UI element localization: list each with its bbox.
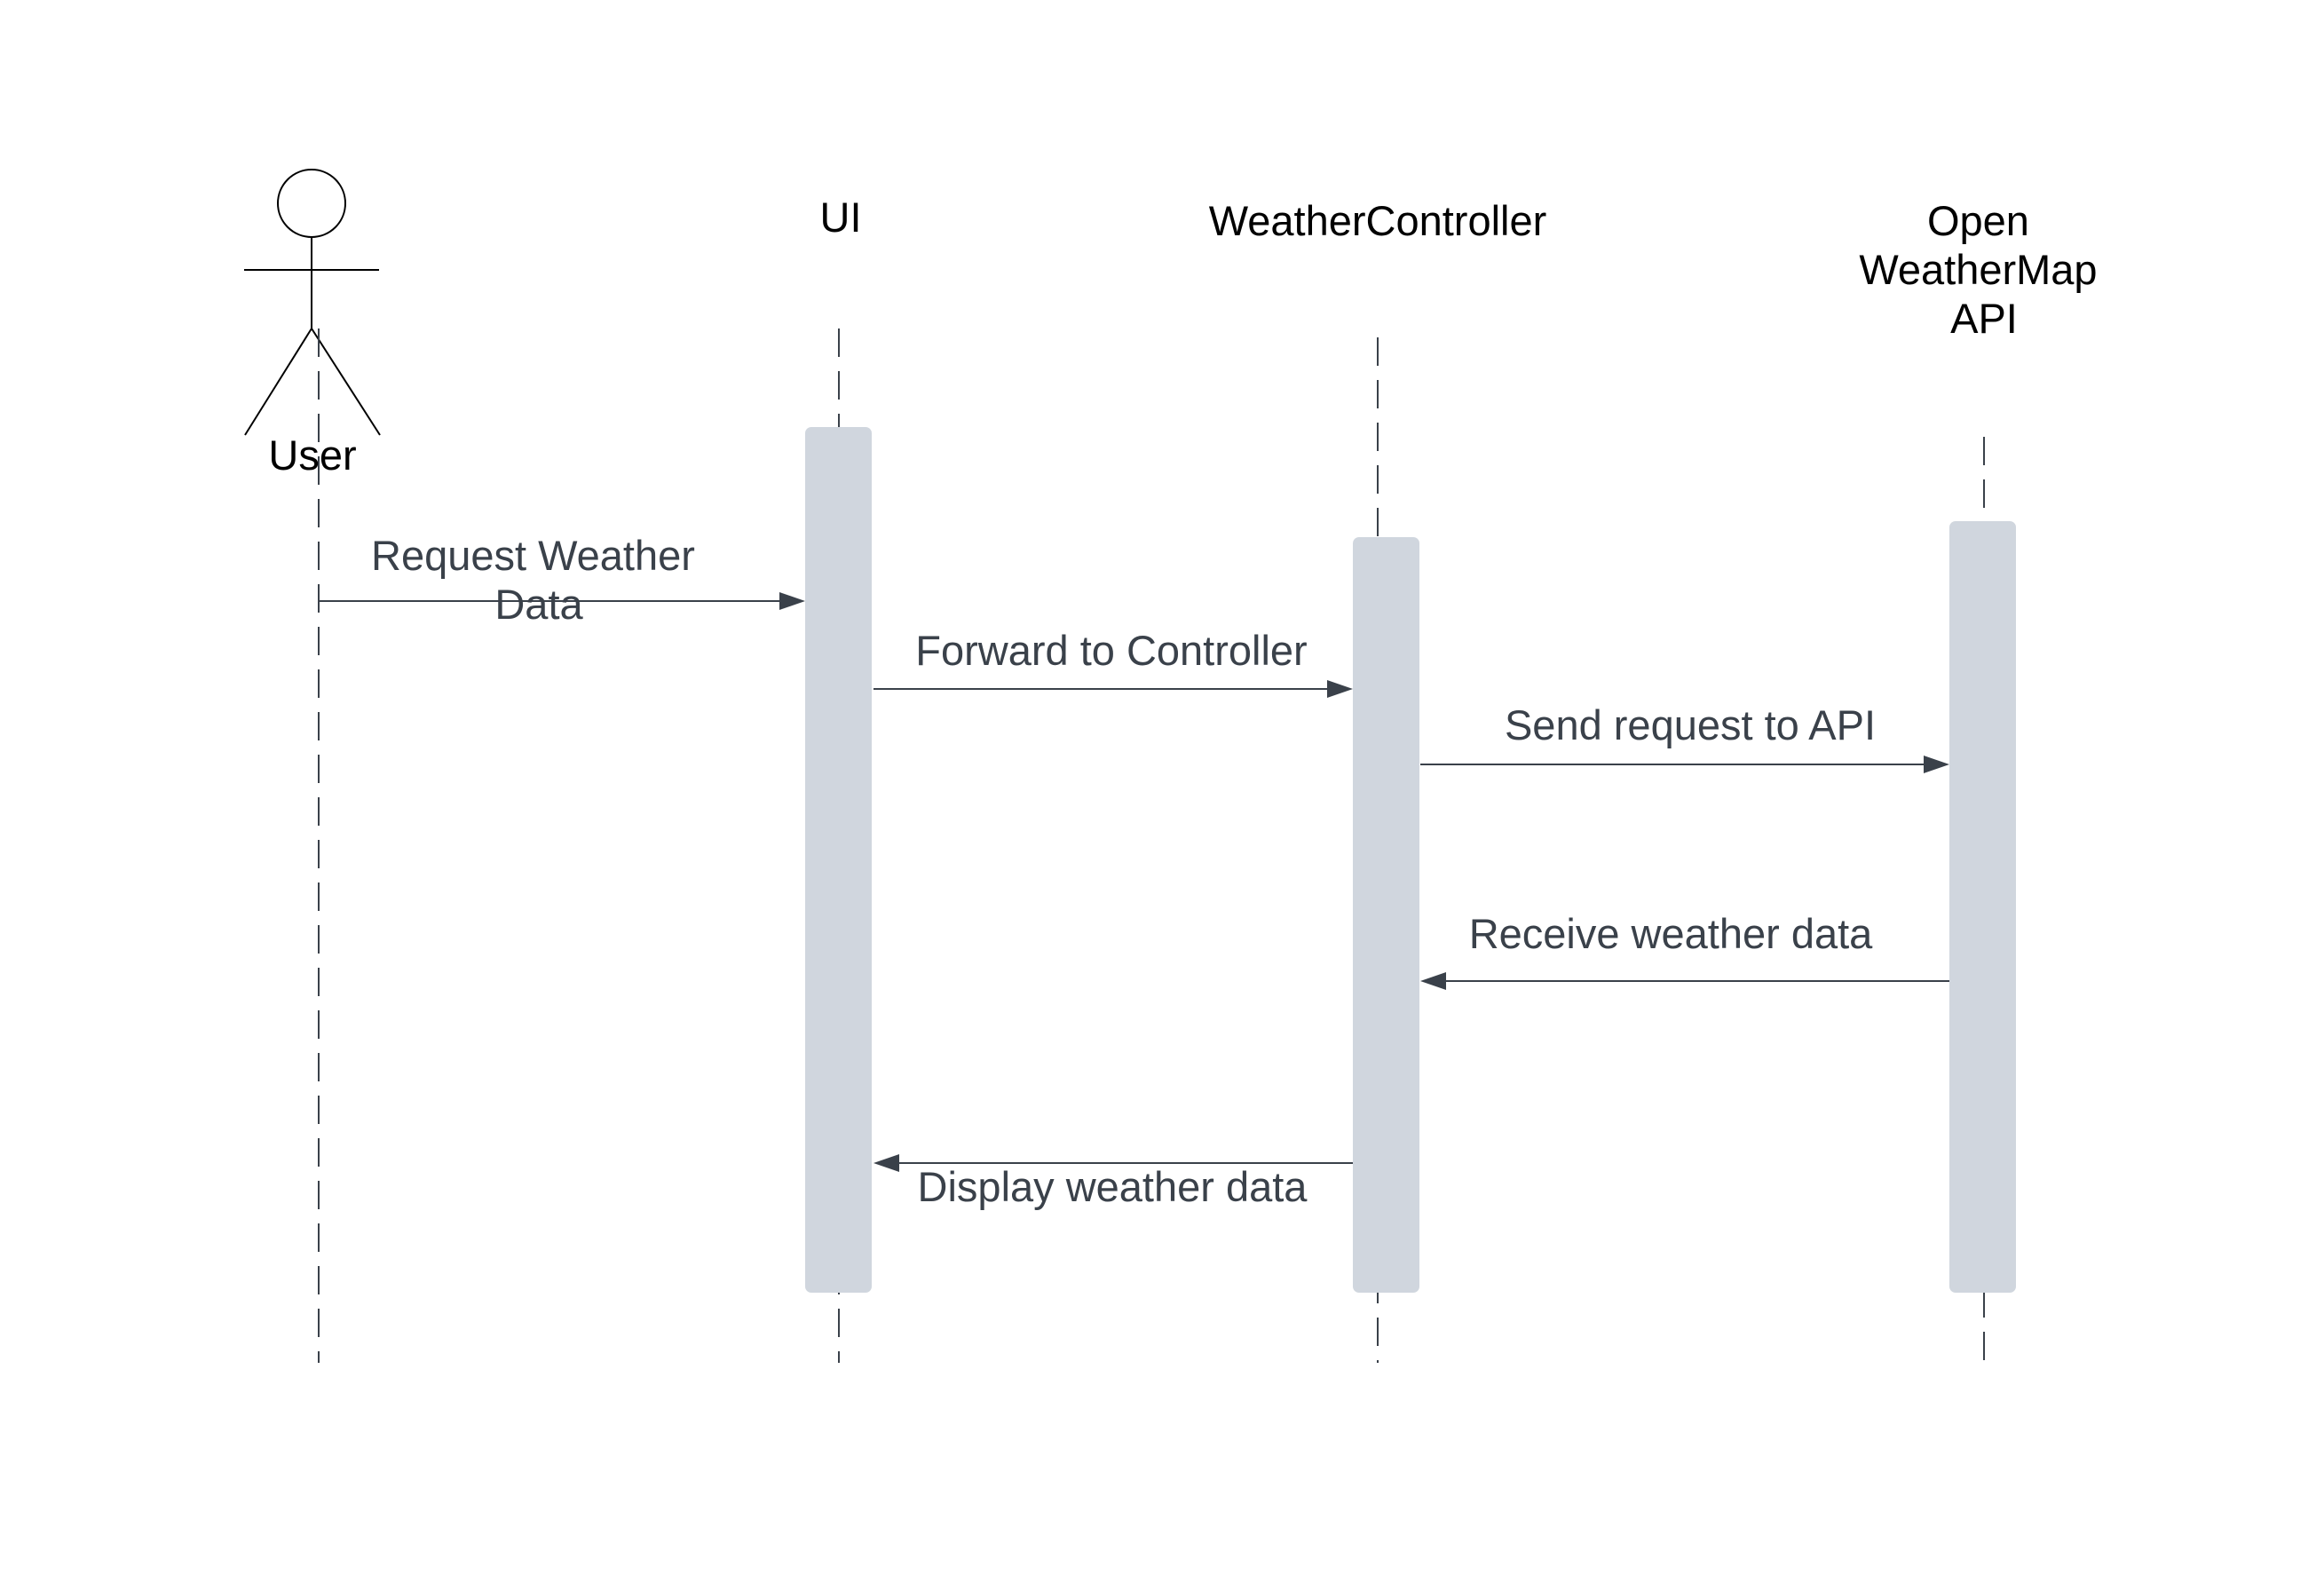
activation-bar-controller (1353, 537, 1419, 1293)
arrowhead (1327, 680, 1353, 698)
arrowhead (873, 1154, 899, 1172)
arrowhead (1924, 756, 1949, 773)
arrowhead (1420, 972, 1446, 990)
message-send-request-to-api (1420, 756, 1949, 773)
participant-label-ui: UI (820, 194, 862, 241)
message-forward-to-controller (873, 680, 1353, 698)
message-label-request-weather-data: Request Weather Data (371, 532, 707, 628)
actor-right-leg (311, 328, 381, 436)
message-receive-weather-data (1420, 972, 1949, 990)
arrowhead (779, 592, 805, 610)
participant-label-controller: WeatherController (1209, 197, 1547, 244)
participant-label-api: Open WeatherMap API (1859, 197, 2108, 342)
message-label-send-request-to-api: Send request to API (1505, 701, 1876, 748)
actor-left-leg (244, 328, 312, 436)
activation-bar-api (1949, 521, 2016, 1293)
participant-label-user: User (268, 431, 356, 479)
message-request-weather-data (319, 592, 805, 610)
activation-bar-ui (805, 427, 872, 1293)
actor-user-figure (244, 169, 381, 436)
message-label-display-weather-data: Display weather data (918, 1163, 1308, 1210)
message-label-forward-to-controller: Forward to Controller (915, 627, 1307, 674)
actor-head (277, 169, 346, 238)
message-display-weather-data (873, 1154, 1353, 1172)
message-label-receive-weather-data: Receive weather data (1469, 910, 1873, 957)
